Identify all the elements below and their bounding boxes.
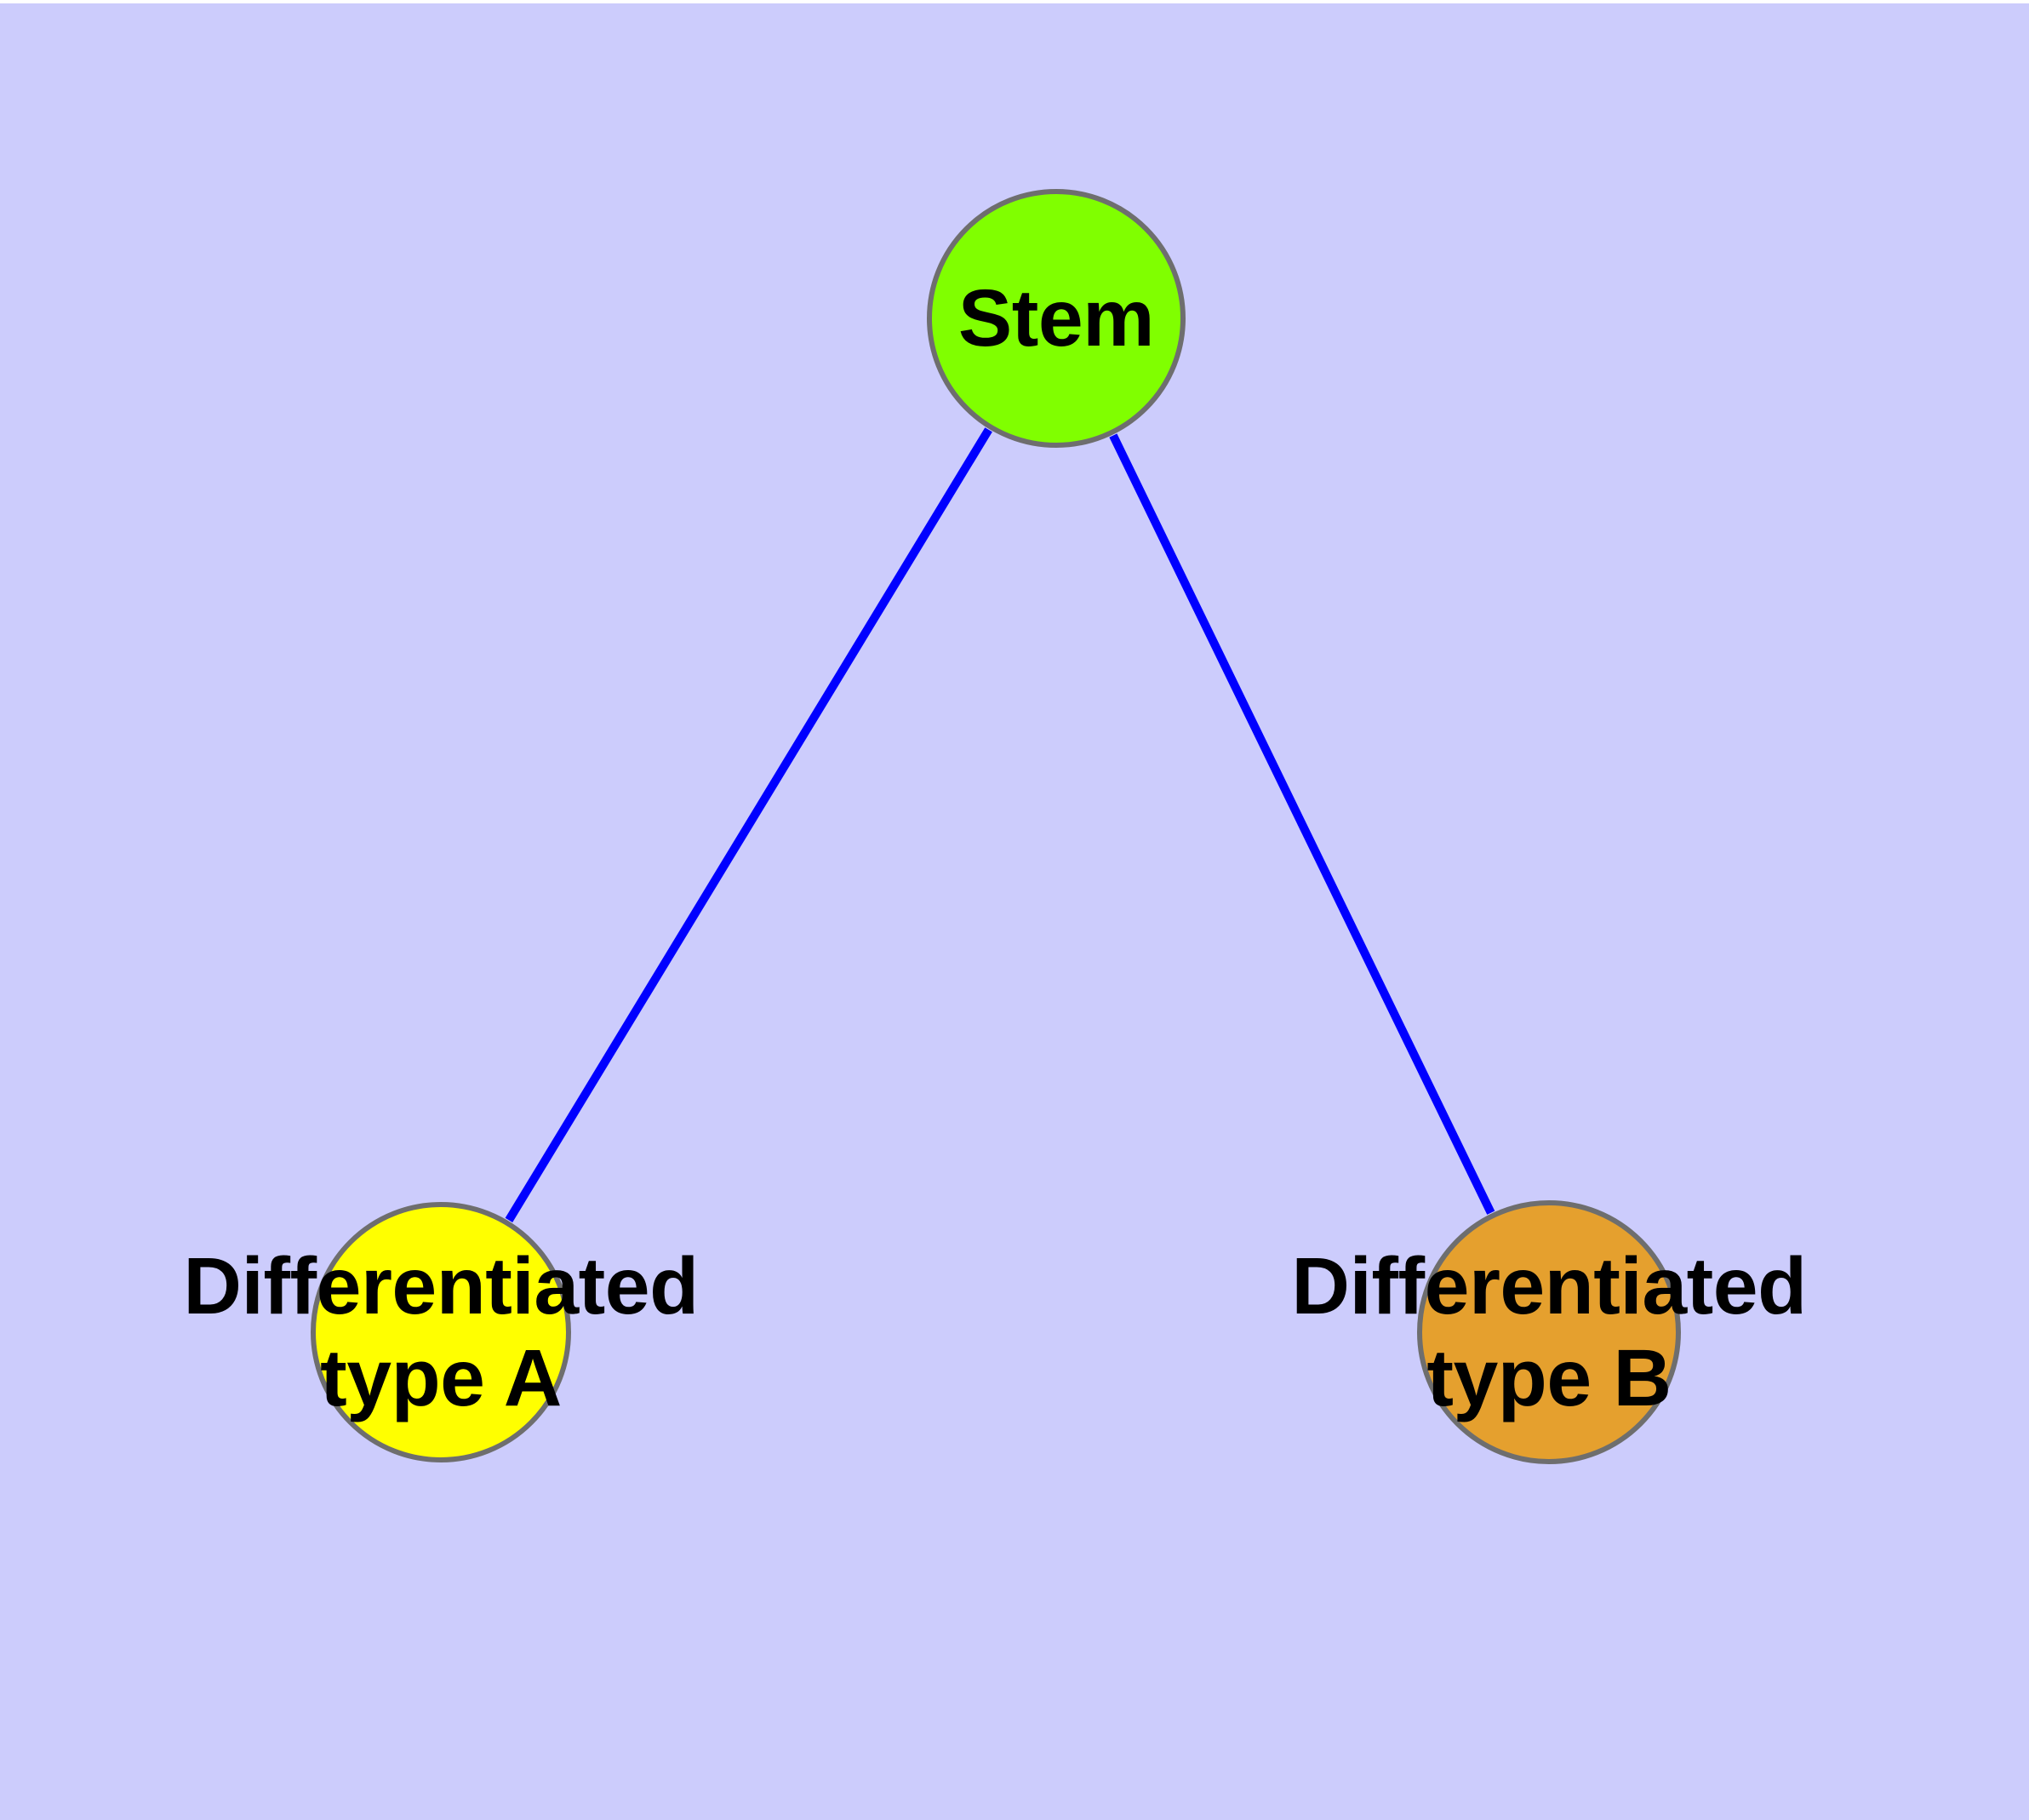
edge-stem-diff-b[interactable] <box>1109 433 1495 1215</box>
edge-stem-diff-a[interactable] <box>505 427 992 1222</box>
edges-layer <box>505 427 1495 1222</box>
node-circle-diff-b[interactable] <box>1417 1200 1681 1464</box>
nodes-layer <box>311 189 1681 1464</box>
node-circle-diff-a[interactable] <box>311 1202 571 1462</box>
node-circle-stem[interactable] <box>927 189 1186 448</box>
